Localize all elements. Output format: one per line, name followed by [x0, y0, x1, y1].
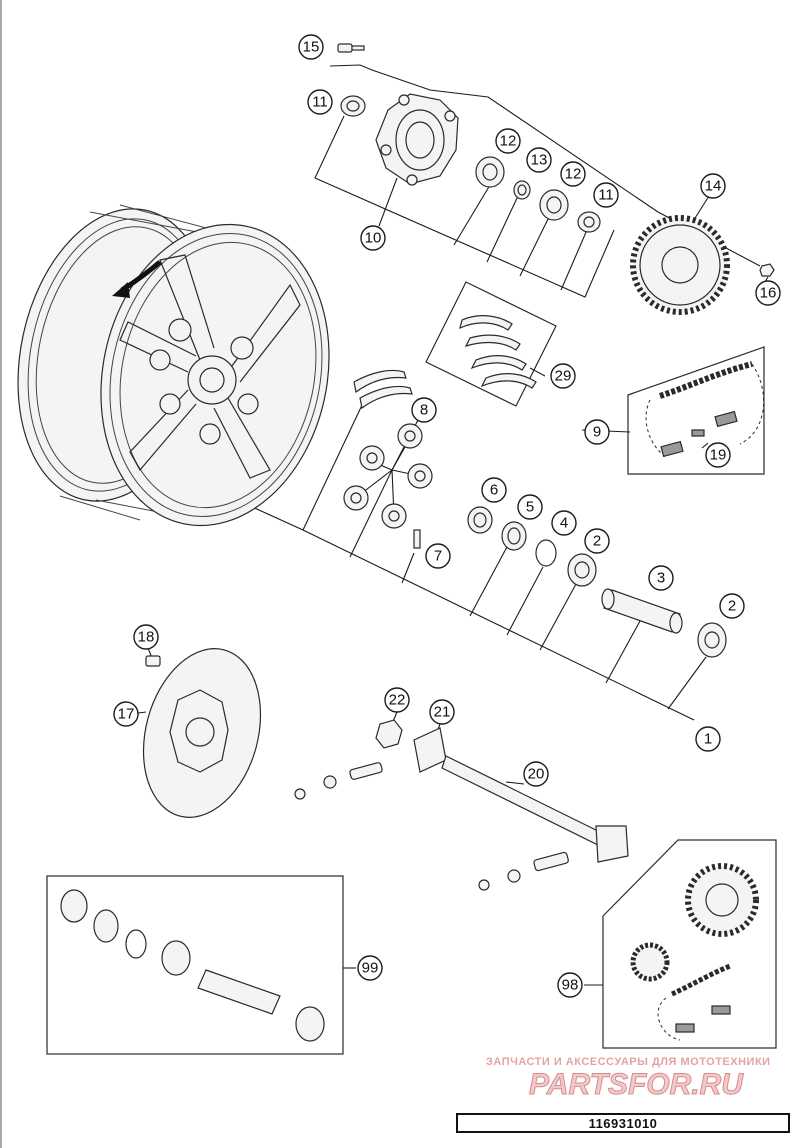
callout-12: 12: [560, 161, 586, 187]
callout-15: 15: [298, 34, 324, 60]
callout-12: 12: [495, 128, 521, 154]
nut-16: [759, 263, 775, 277]
svg-text:99: 99: [362, 960, 379, 977]
svg-text:8: 8: [420, 402, 428, 419]
svg-text:1: 1: [704, 731, 712, 748]
spacer-tube-3: [601, 588, 683, 634]
seal-5: [501, 521, 527, 551]
callout-17: 17: [113, 701, 139, 727]
sprocket-carrier-10: [375, 93, 459, 186]
bearing-kit-99: [46, 875, 344, 1055]
svg-text:16: 16: [760, 285, 777, 302]
valve-15: [337, 43, 365, 53]
svg-text:12: 12: [565, 166, 582, 183]
callout-99: 99: [357, 955, 383, 981]
screw-7: [413, 529, 421, 549]
callout-22: 22: [384, 687, 410, 713]
adjuster-hardware-left: [294, 762, 383, 800]
callout-5: 5: [517, 494, 543, 520]
rear-wheel: [17, 204, 330, 527]
spacer-11b: [577, 211, 601, 233]
callout-21: 21: [429, 699, 455, 725]
svg-text:2: 2: [728, 598, 736, 615]
decal-strip: [353, 369, 413, 410]
svg-text:20: 20: [528, 766, 545, 783]
decal-set-29: [425, 281, 557, 407]
svg-text:2: 2: [593, 533, 601, 550]
circlip-4: [535, 539, 557, 567]
bolt-18: [145, 655, 161, 667]
callout-2: 2: [719, 593, 745, 619]
svg-text:21: 21: [434, 704, 451, 721]
svg-text:22: 22: [389, 692, 406, 709]
callout-2: 2: [584, 528, 610, 554]
svg-text:4: 4: [560, 515, 568, 532]
adjuster-hardware-right: [478, 851, 569, 891]
callout-11: 11: [593, 182, 619, 208]
callout-8: 8: [411, 397, 437, 423]
nut-22: [375, 719, 403, 749]
chain-kit-98: [602, 839, 777, 1049]
bearing-2a: [567, 553, 597, 587]
callout-29: 29: [550, 363, 576, 389]
callout-19: 19: [705, 442, 731, 468]
callout-9: 9: [584, 419, 610, 445]
bearing-12a: [475, 156, 505, 188]
adjuster-21: [413, 727, 447, 773]
bearing-12b: [539, 189, 569, 221]
svg-text:5: 5: [526, 499, 534, 516]
callout-98: 98: [557, 972, 583, 998]
callout-16: 16: [755, 280, 781, 306]
callout-18: 18: [133, 624, 159, 650]
dampers-8: [343, 423, 433, 529]
svg-text:29: 29: [555, 368, 572, 385]
svg-text:12: 12: [500, 133, 517, 150]
callout-3: 3: [648, 565, 674, 591]
leader-lines: [130, 64, 769, 986]
svg-text:9: 9: [593, 424, 601, 441]
chain-kit-9: [627, 346, 765, 475]
bearing-2b: [697, 622, 727, 658]
axle-20: [441, 755, 629, 863]
svg-text:3: 3: [657, 570, 665, 587]
svg-text:11: 11: [312, 94, 328, 111]
brake-disc-17: [142, 648, 262, 818]
spacer-11a: [340, 95, 366, 117]
watermark-logo: PARTSFOR.RU: [529, 1068, 745, 1102]
seal-6: [467, 506, 493, 534]
callout-14: 14: [700, 173, 726, 199]
drawing-number-box: 116931010: [456, 1113, 790, 1133]
svg-text:15: 15: [303, 39, 320, 56]
svg-text:98: 98: [562, 977, 579, 994]
svg-text:10: 10: [365, 230, 382, 247]
svg-text:11: 11: [598, 187, 614, 204]
callout-13: 13: [526, 147, 552, 173]
ring-13: [513, 180, 531, 200]
callout-10: 10: [360, 225, 386, 251]
svg-text:19: 19: [710, 447, 727, 464]
callout-6: 6: [481, 477, 507, 503]
svg-text:6: 6: [490, 482, 498, 499]
callout-7: 7: [425, 543, 451, 569]
svg-text:13: 13: [531, 152, 548, 169]
svg-text:7: 7: [434, 548, 442, 565]
callout-20: 20: [523, 761, 549, 787]
callout-4: 4: [551, 510, 577, 536]
callout-1: 1: [695, 726, 721, 752]
svg-text:PARTSFOR.RU: PARTSFOR.RU: [529, 1068, 744, 1101]
svg-text:17: 17: [118, 706, 135, 723]
callouts: 15 11 10 12 13 12 11 14 16 29 9 19 8 6 5…: [113, 34, 781, 998]
watermark-caption: ЗАПЧАСТИ И АКСЕССУАРЫ ДЛЯ МОТОТЕХНИКИ: [486, 1056, 771, 1068]
drawing-number: 116931010: [588, 1115, 658, 1131]
svg-text:18: 18: [138, 629, 155, 646]
svg-text:14: 14: [705, 178, 722, 195]
callout-11: 11: [307, 89, 333, 115]
rear-sprocket-14: [630, 215, 730, 315]
